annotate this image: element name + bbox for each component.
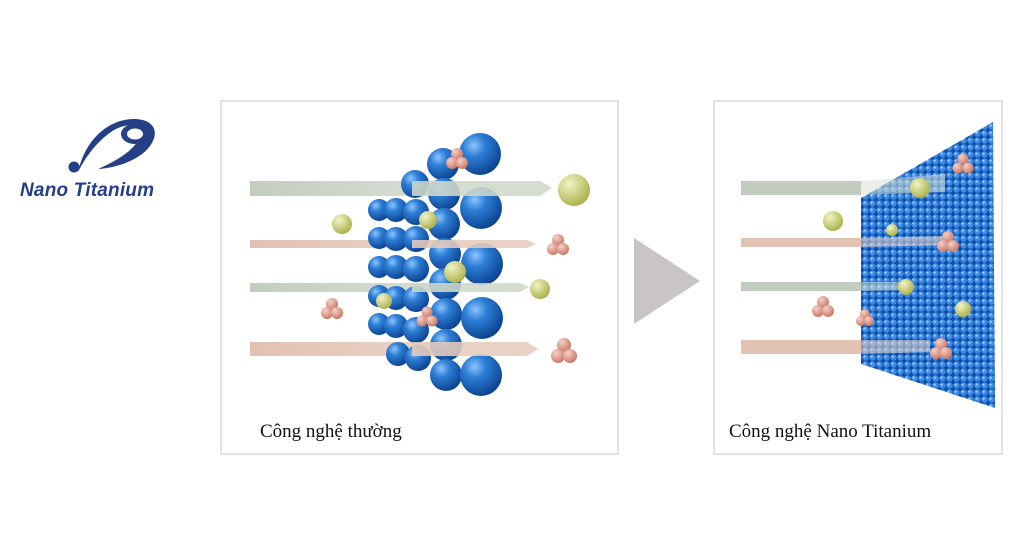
dust-particle-pink <box>551 338 577 363</box>
filter-sphere <box>368 256 390 278</box>
dust-particle-yellow <box>444 261 466 283</box>
stream-arrow <box>741 340 871 354</box>
stream-arrow <box>412 240 536 248</box>
filter-sphere <box>461 243 503 285</box>
dust-particles <box>812 153 974 359</box>
filter-sphere <box>386 342 410 366</box>
dust-particle-yellow <box>332 214 352 234</box>
filter-sphere <box>384 227 408 251</box>
dust-particle-yellow <box>886 224 898 236</box>
stream-arrow <box>412 342 538 356</box>
dust-particle-yellow <box>419 211 437 229</box>
air-stream-arrows <box>741 181 871 354</box>
filter-sphere <box>384 255 408 279</box>
dust-particle-yellow <box>558 174 590 206</box>
stream-arrow <box>741 282 861 291</box>
dust-particle-yellow <box>823 211 843 231</box>
dust-particle-pink <box>856 309 874 326</box>
dust-particle-pink <box>416 306 438 327</box>
nano-titanium-mesh-illustration <box>741 122 995 408</box>
swoosh-ring-icon <box>68 118 155 173</box>
filter-sphere <box>427 148 459 180</box>
filter-sphere <box>461 297 503 339</box>
stream-arrow <box>250 283 440 292</box>
dust-particle-yellow <box>955 301 971 317</box>
dust-particle-pink <box>446 148 468 169</box>
dust-particle-pink <box>952 153 974 174</box>
filter-sphere <box>403 256 429 282</box>
panel-caption: Công nghệ thường <box>260 421 402 442</box>
dust-particle-pink <box>321 298 343 319</box>
filter-sphere <box>403 286 429 312</box>
stream-arrow <box>250 240 440 248</box>
dust-particle-yellow <box>376 293 392 309</box>
filter-sphere <box>368 313 390 335</box>
sphere-filter-wall <box>368 133 503 396</box>
panel-conventional-technology: Công nghệ thường <box>220 100 619 455</box>
stream-arrow <box>741 238 861 247</box>
conventional-filter-illustration <box>250 133 590 396</box>
filter-sphere <box>459 133 501 175</box>
dust-particle-pink <box>937 231 959 252</box>
filter-sphere <box>403 226 429 252</box>
air-stream-arrowheads <box>412 181 552 356</box>
filter-sphere <box>384 314 408 338</box>
dust-particles <box>321 148 590 363</box>
filter-sphere <box>384 198 408 222</box>
dust-particle-pink <box>930 338 952 359</box>
dust-particle-pink <box>547 234 569 255</box>
panel-caption: Công nghệ Nano Titanium <box>729 421 932 442</box>
triangle-right-icon <box>634 238 700 324</box>
dust-particle-yellow <box>910 178 930 198</box>
filter-sphere <box>368 199 390 221</box>
dust-particle-yellow <box>898 279 914 295</box>
dust-particle-pink <box>812 296 834 317</box>
nano-titanium-mesh <box>861 122 995 408</box>
logo-text: Nano Titanium <box>20 180 155 201</box>
filter-sphere <box>430 298 462 330</box>
stream-arrow <box>412 283 529 292</box>
stream-arrow <box>412 181 552 196</box>
stream-arrow <box>250 181 440 196</box>
nano-titanium-logo: Nano Titanium <box>14 112 184 212</box>
dust-particle-yellow <box>530 279 550 299</box>
filter-sphere <box>368 227 390 249</box>
filter-sphere <box>460 187 502 229</box>
stream-arrow <box>741 181 861 195</box>
panel-nano-titanium-technology: Công nghệ Nano Titanium <box>713 100 1003 455</box>
filter-sphere <box>460 354 502 396</box>
filter-sphere <box>430 359 462 391</box>
